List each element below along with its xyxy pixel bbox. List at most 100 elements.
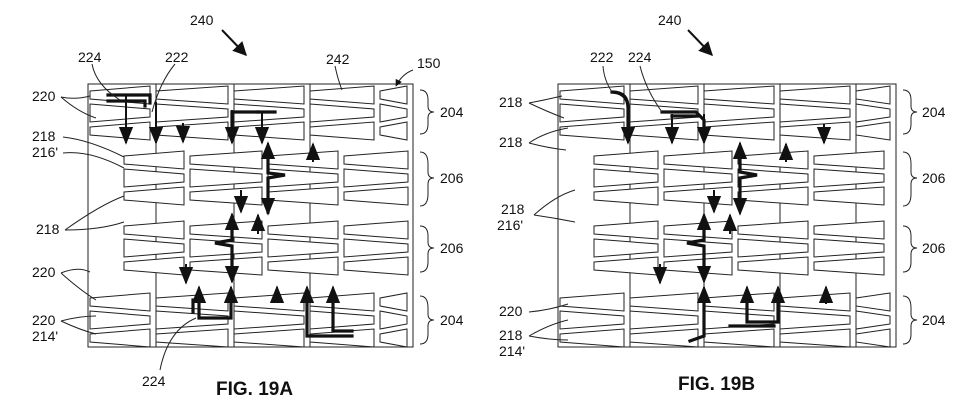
label-mid-b: 216'	[497, 217, 523, 233]
label-flow-b: 222	[590, 49, 614, 65]
fabric-strip	[559, 292, 625, 312]
fabric-strip	[779, 328, 851, 348]
fabric-strip	[123, 186, 185, 206]
fabric-strip	[89, 121, 151, 141]
leader-lines	[60, 29, 414, 371]
fabric-strip	[593, 238, 659, 258]
fabric-strip	[309, 292, 375, 312]
fabric-strip	[813, 238, 885, 258]
fabric-strip	[663, 220, 733, 240]
label-frame: 150	[417, 55, 441, 71]
fabric-strip	[703, 292, 775, 312]
fabric-strip	[663, 150, 733, 170]
frame-150	[87, 83, 414, 348]
fabric-strip	[663, 256, 733, 276]
fabric-strip	[779, 310, 851, 330]
braces-right	[419, 89, 435, 345]
fabric-strip	[779, 292, 851, 312]
fabric-strip	[267, 150, 339, 170]
fabric-strip	[559, 328, 625, 348]
fabric-strip	[343, 168, 409, 188]
fabric-strip	[309, 103, 375, 123]
fabric-strip	[189, 220, 263, 240]
fabric-strip	[663, 238, 733, 258]
fabric-strip	[629, 121, 699, 141]
fabric-strip	[813, 150, 885, 170]
flow-paths	[610, 90, 834, 344]
fabric-strip	[233, 328, 305, 348]
fabric-strip	[189, 238, 263, 258]
fabric-strip	[233, 121, 305, 141]
fabric-strip	[703, 121, 775, 141]
fabric-strip	[89, 310, 151, 330]
fabric-strip	[343, 256, 409, 276]
figure-caption-19b: FIG. 19B	[678, 374, 755, 395]
fabric-strip	[233, 292, 305, 312]
label-mid-a: 218	[32, 128, 56, 144]
fabric-strip	[309, 85, 375, 105]
fabric-strip	[779, 85, 851, 105]
fabric-strip	[629, 292, 699, 312]
fabric-strip	[855, 121, 891, 141]
fabric-strip	[737, 186, 809, 206]
label-low-a: 220	[499, 303, 523, 319]
label-low-c: 214'	[32, 328, 58, 344]
fabric-layers	[89, 85, 409, 348]
fabric-strip	[189, 256, 263, 276]
figure-19a: 240 150 242 224 222 220 218 216' 218 220…	[32, 12, 464, 400]
fabric-strip	[559, 310, 625, 330]
fabric-strip	[629, 310, 699, 330]
label-mid-b: 216'	[32, 144, 58, 160]
fabric-strip	[343, 238, 409, 258]
fabric-strip	[593, 168, 659, 188]
fabric-strip	[89, 103, 151, 123]
braces-right	[902, 89, 918, 345]
fabric-strip	[813, 168, 885, 188]
fabric-strip	[629, 85, 699, 105]
fabric-strip	[779, 103, 851, 123]
label-lower-mid: 218	[36, 221, 60, 237]
figure-caption-19a: FIG. 19A	[216, 379, 293, 400]
label-bottom-flow: 224	[142, 373, 166, 389]
label-top-layer: 220	[32, 88, 56, 104]
fabric-strip	[855, 292, 891, 312]
fabric-strip	[123, 150, 185, 170]
brace-label-1: 204	[440, 104, 464, 120]
fabric-strip	[593, 220, 659, 240]
fabric-strip	[855, 310, 891, 330]
fabric-strip	[233, 85, 305, 105]
brace-label-1: 204	[922, 104, 946, 120]
fabric-strip	[267, 256, 339, 276]
fabric-strip	[189, 150, 263, 170]
fabric-strip	[379, 310, 408, 330]
brace-label-3: 206	[440, 240, 464, 256]
fabric-strip	[379, 292, 408, 312]
flow-paths	[106, 93, 354, 338]
fabric-strip	[123, 238, 185, 258]
fabric-strip	[379, 121, 408, 141]
fabric-strip	[267, 168, 339, 188]
fabric-strip	[813, 186, 885, 206]
fabric-strip	[309, 310, 375, 330]
brace-label-2: 206	[922, 170, 946, 186]
fabric-strip	[89, 292, 151, 312]
fabric-strip	[267, 186, 339, 206]
fabric-strip	[309, 121, 375, 141]
label-top-b: 218	[499, 134, 523, 150]
frame	[557, 83, 897, 348]
fabric-strip	[123, 256, 185, 276]
label-flow-a: 224	[628, 49, 652, 65]
figure-19b: 240 222 224 218 218 218 216' 220 218 214…	[497, 12, 946, 395]
fabric-strip	[379, 328, 408, 348]
fabric-strip	[855, 328, 891, 348]
fabric-strip	[155, 103, 229, 123]
brace-label-3: 206	[922, 240, 946, 256]
label-top-a: 218	[499, 94, 523, 110]
leader-lines	[528, 29, 713, 341]
fabric-strip	[737, 256, 809, 276]
fabric-strip	[703, 328, 775, 348]
fabric-strip	[663, 168, 733, 188]
fabric-strip	[737, 220, 809, 240]
fabric-strip	[155, 328, 229, 348]
label-mid-a: 218	[501, 201, 525, 217]
